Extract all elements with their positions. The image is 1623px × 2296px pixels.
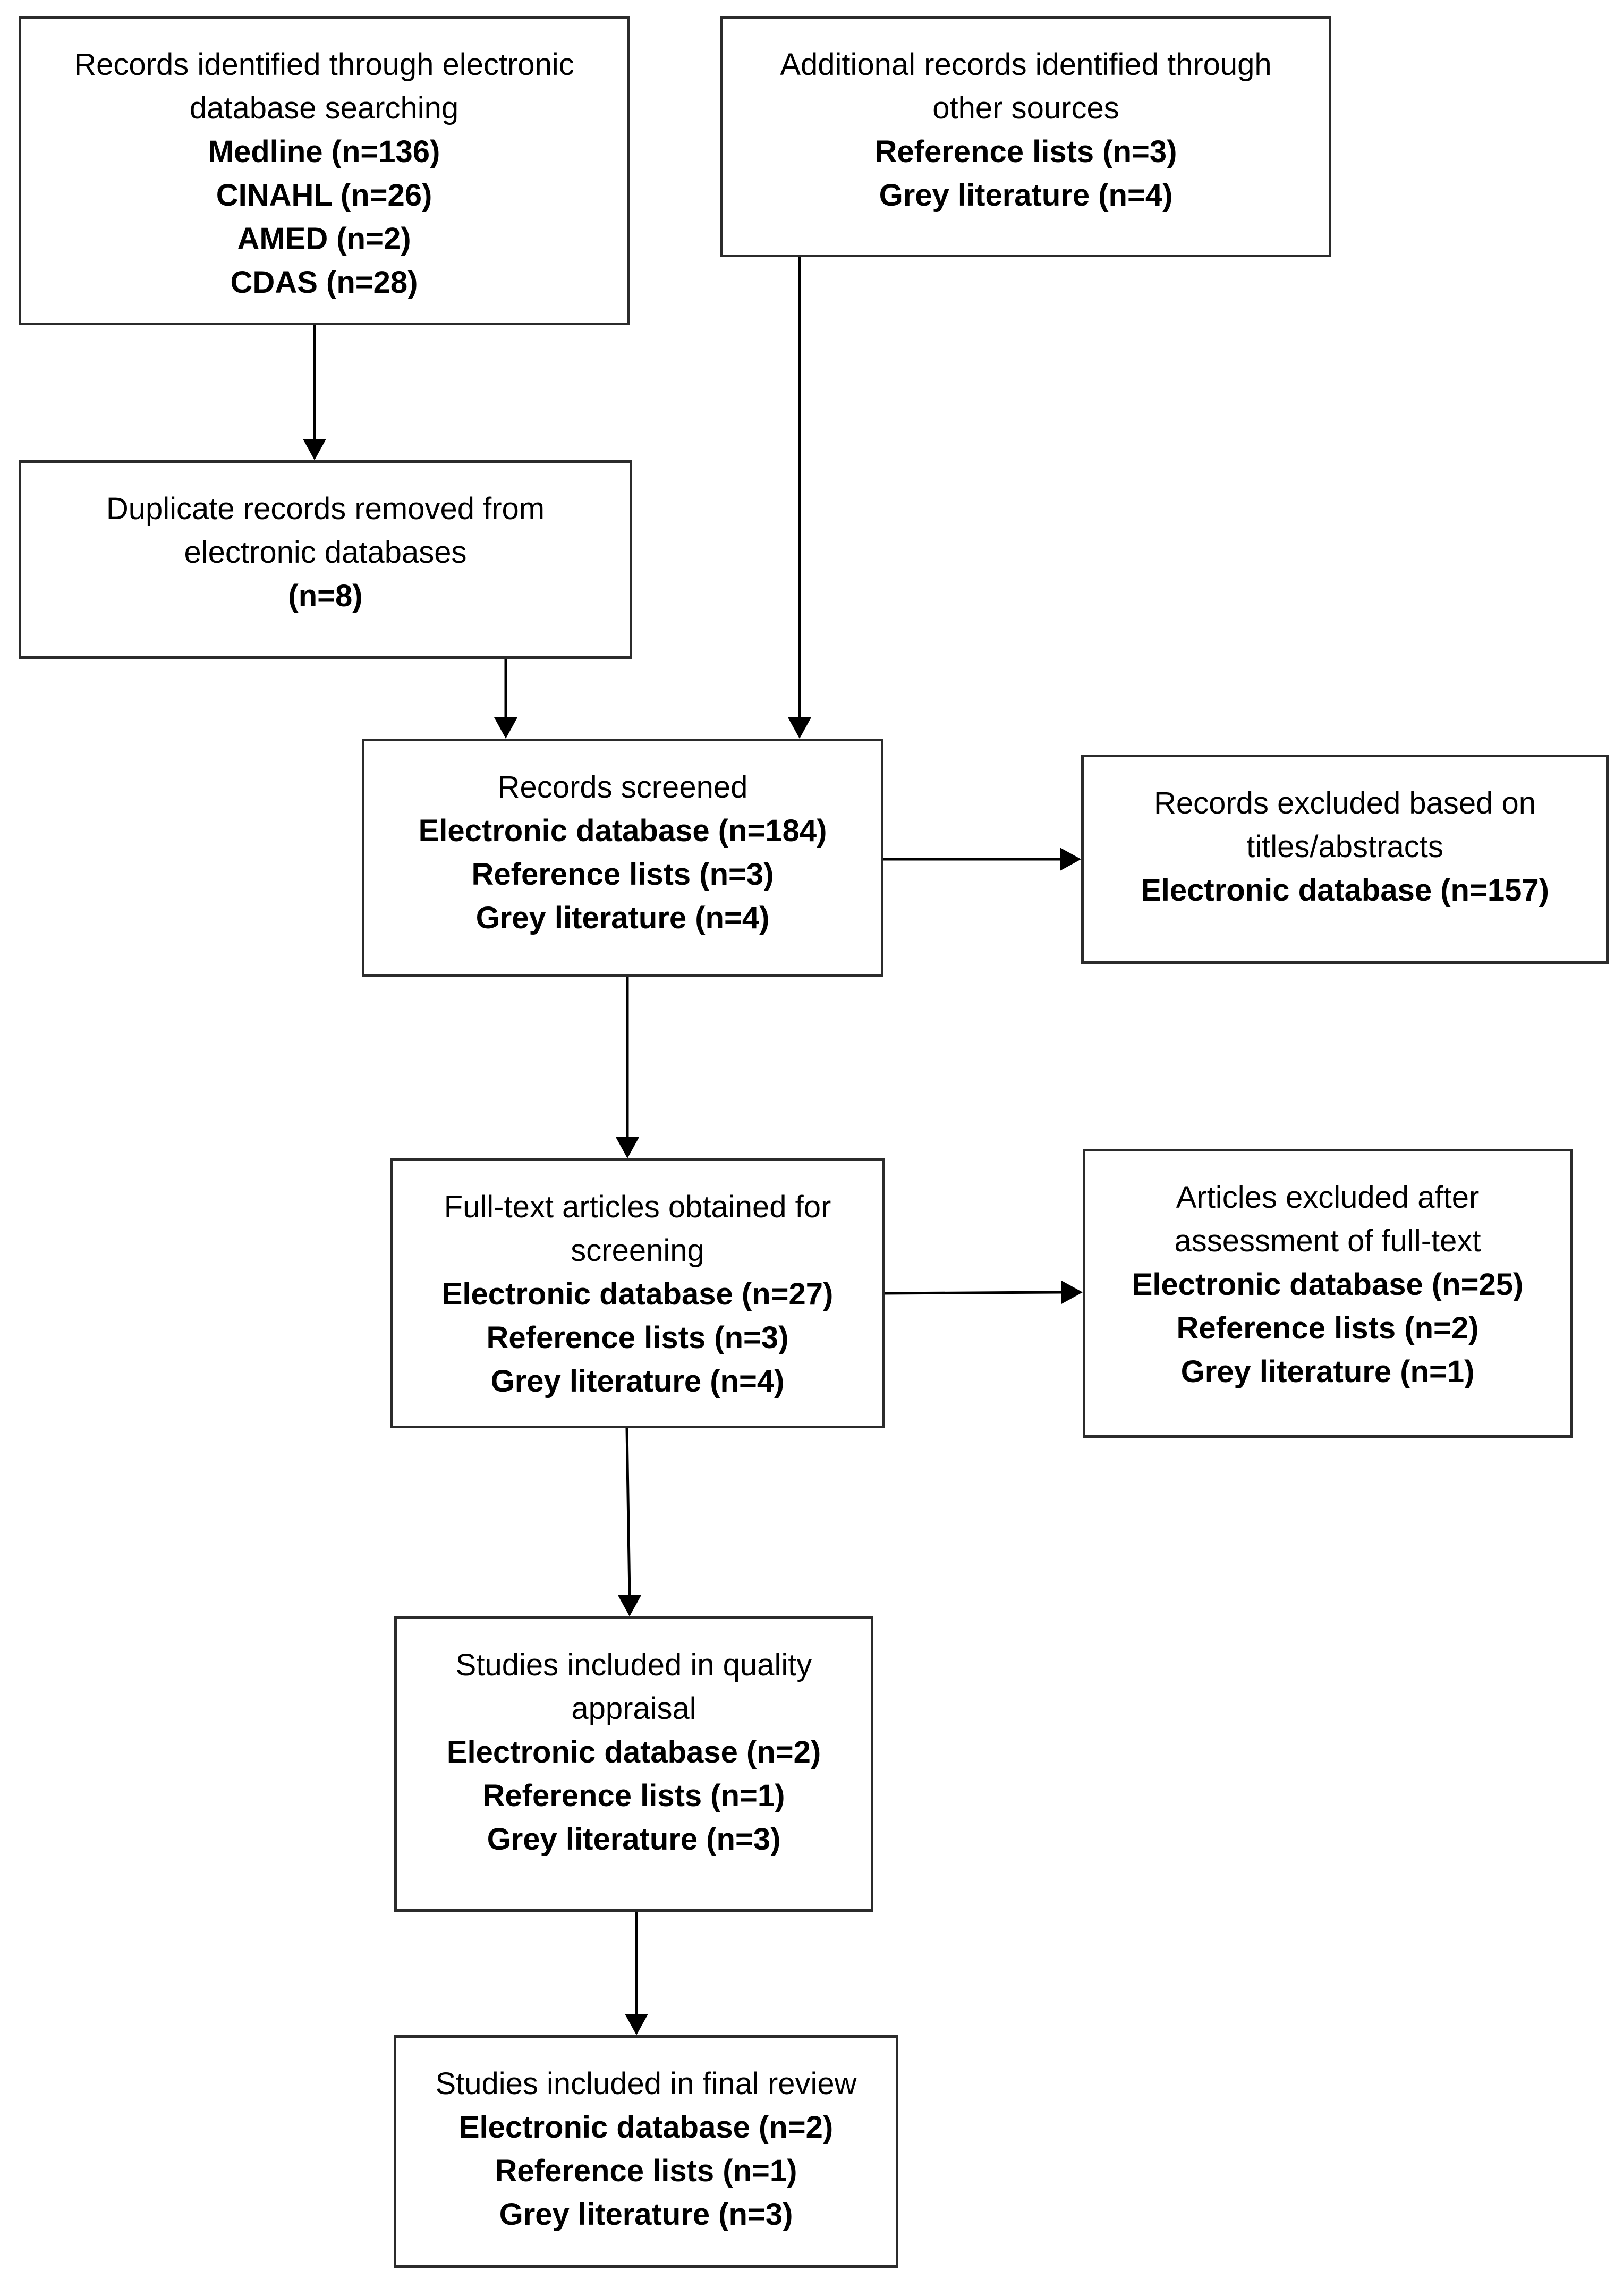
box-count-line: Reference lists (n=3) [471, 857, 774, 892]
box-heading-line: screening [571, 1233, 704, 1268]
box-fulltext-obtained: Full-text articles obtained for screening… [390, 1158, 885, 1428]
box-count-line: Electronic database (n=27) [441, 1277, 834, 1311]
box-identified-database: Records identified through electronic dat… [19, 16, 630, 325]
box-heading-line: Studies included in quality [455, 1648, 812, 1682]
box-count-line: Grey literature (n=4) [490, 1364, 785, 1399]
box-identified-other-sources: Additional records identified through oth… [720, 16, 1331, 257]
box-count-line: Grey literature (n=4) [879, 178, 1173, 213]
arrow-fulltext-to-quality [625, 1428, 631, 1596]
box-count-line: CDAS (n=28) [230, 265, 418, 300]
box-count-line: Reference lists (n=1) [495, 2154, 797, 2188]
arrowhead-screened-left [494, 717, 517, 739]
box-heading-line: Articles excluded after [1176, 1180, 1480, 1215]
arrowhead-duplicates [303, 439, 326, 460]
box-count-line: CINAHL (n=26) [216, 178, 432, 213]
box-heading-line: Records identified through electronic [74, 47, 574, 82]
box-count-line: Electronic database (n=157) [1141, 873, 1549, 908]
box-heading-line: titles/abstracts [1246, 829, 1443, 864]
box-count-line: Reference lists (n=2) [1176, 1311, 1479, 1345]
box-count-line: Reference lists (n=3) [874, 134, 1177, 169]
box-heading-line: appraisal [571, 1691, 696, 1726]
box-heading-line: Studies included in final review [435, 2066, 857, 2101]
box-count-line: Electronic database (n=25) [1132, 1267, 1524, 1302]
box-heading-line: Records excluded based on [1153, 786, 1536, 820]
box-count-line: Grey literature (n=3) [499, 2197, 793, 2232]
arrowhead-final [625, 2014, 648, 2035]
box-excluded-titles-abstracts: Records excluded based on titles/abstract… [1081, 755, 1609, 964]
box-count-line: Electronic database (n=2) [458, 2110, 834, 2145]
box-count-line: Reference lists (n=3) [486, 1320, 789, 1355]
box-count-line: Electronic database (n=2) [446, 1735, 821, 1769]
box-excluded-after-fulltext: Articles excluded after assessment of ful… [1083, 1149, 1573, 1438]
box-heading-line: other sources [932, 91, 1119, 125]
arrowhead-screened-right [788, 717, 811, 739]
arrow-fulltext-to-excluded [883, 1291, 1062, 1295]
arrowhead-quality [618, 1595, 641, 1616]
arrowhead-excluded-fulltext [1061, 1281, 1083, 1304]
box-count-line: Medline (n=136) [208, 134, 440, 169]
box-count-line: AMED (n=2) [237, 222, 411, 256]
box-count-line: Grey literature (n=3) [487, 1822, 781, 1857]
box-count-line: Grey literature (n=1) [1180, 1354, 1475, 1389]
box-heading-line: Records screened [497, 770, 748, 804]
arrowhead-fulltext [616, 1137, 639, 1158]
box-heading-line: assessment of full-text [1174, 1224, 1481, 1258]
box-count-line: (n=8) [288, 579, 363, 613]
box-heading-line: Full-text articles obtained for [444, 1190, 831, 1224]
box-heading-line: database searching [189, 91, 459, 125]
box-count-line: Reference lists (n=1) [482, 1778, 785, 1813]
box-count-line: Electronic database (n=184) [418, 814, 827, 848]
box-count-line: Grey literature (n=4) [475, 901, 770, 935]
box-heading-line: Duplicate records removed from [106, 492, 545, 526]
box-heading-line: electronic databases [184, 535, 467, 570]
arrowhead-excluded-titles [1060, 848, 1081, 871]
box-duplicates-removed: Duplicate records removed from electronic… [19, 460, 632, 659]
box-heading-line: Additional records identified through [780, 47, 1272, 82]
